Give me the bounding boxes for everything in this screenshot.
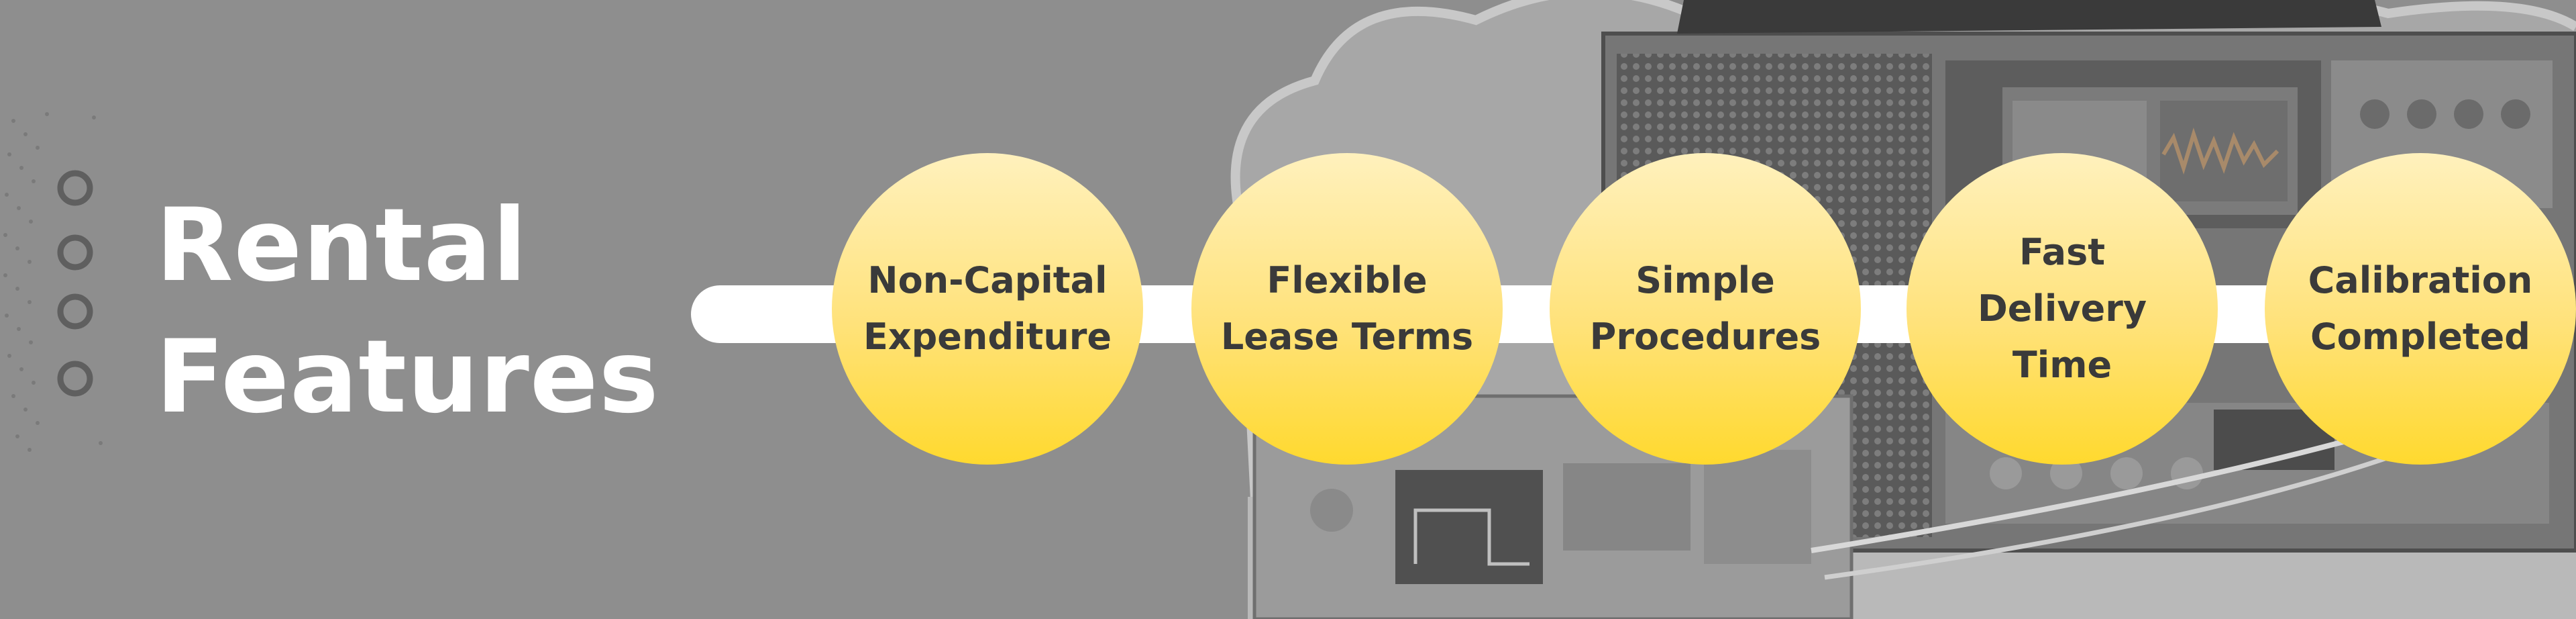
feature-label: Flexible Lease Terms [1220, 259, 1474, 358]
feature-circle-fast-delivery-time: Fast Delivery Time [1907, 153, 2218, 465]
feature-circle-flexible-lease-terms: Flexible Lease Terms [1191, 153, 1503, 465]
feature-label: Non-Capital Expenditure [863, 259, 1112, 358]
feature-label: Fast Delivery Time [1977, 231, 2147, 386]
page-title: Rental Features [156, 180, 659, 443]
title-line-2: Features [156, 319, 659, 436]
feature-label: Simple Procedures [1589, 259, 1821, 358]
feature-circle-non-capital-expenditure: Non-Capital Expenditure [832, 153, 1143, 465]
feature-label: Calibration Completed [2308, 259, 2533, 358]
feature-circle-calibration-completed: Calibration Completed [2265, 153, 2576, 465]
title-line-1: Rental [156, 187, 528, 304]
decorative-dot-pattern [3, 112, 103, 452]
feature-circle-simple-procedures: Simple Procedures [1550, 153, 1861, 465]
